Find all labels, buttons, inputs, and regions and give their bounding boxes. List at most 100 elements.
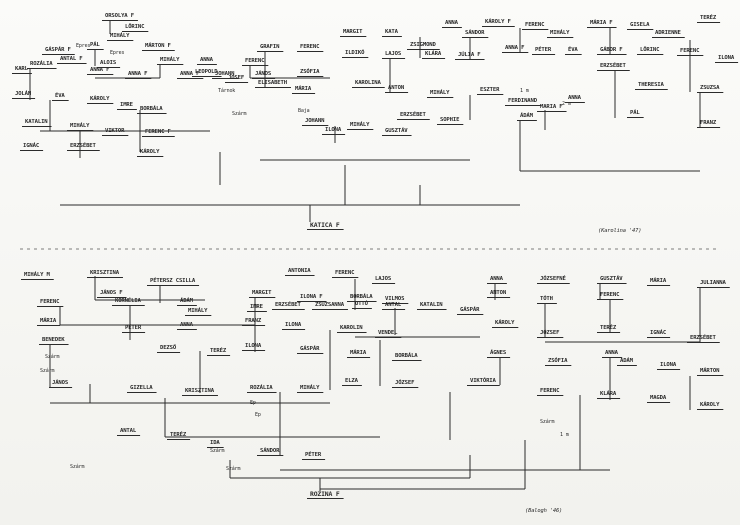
- person-label-top-41: Zsuzsa: [700, 85, 720, 91]
- person-label-bottom-63: Ferenc: [540, 388, 560, 394]
- person-label-top-72: Katalin: [25, 119, 48, 125]
- person-label-bottom-28: Mária: [650, 278, 667, 284]
- person-label-bottom-67: Antal: [120, 428, 137, 434]
- person-label-top-28: Gisela: [630, 22, 650, 28]
- annotation-bottom-3: Ep: [255, 412, 261, 418]
- person-label-bottom-62: Viktória: [470, 378, 496, 384]
- person-label-bottom-59: Mihály: [300, 385, 320, 391]
- person-label-bottom-33: Franz: [245, 318, 262, 324]
- person-label-top-36: Lőrinc: [640, 47, 660, 53]
- person-label-top-45: Grafin: [260, 44, 280, 50]
- person-label-bottom-6: János f: [100, 290, 123, 296]
- person-label-bottom-45: Ilona: [245, 343, 262, 349]
- person-label-bottom-11: Vilmos: [385, 296, 405, 302]
- person-label-bottom-23: Józsefné: [540, 276, 566, 282]
- person-label-top-74: Viktor: [105, 128, 125, 134]
- person-label-bottom-30: Mária: [40, 318, 57, 324]
- person-label-top-23: Anna: [445, 20, 458, 26]
- person-label-top-51: Josef: [228, 75, 245, 81]
- person-label-top-38: Ilona: [718, 55, 735, 61]
- person-label-bottom-53: Ilona: [660, 362, 677, 368]
- person-label-bottom-4: Ferenc: [335, 270, 355, 276]
- person-label-top-9: Anna: [200, 57, 213, 63]
- person-label-bottom-69: Ida: [210, 440, 220, 446]
- annotation-bottom-4: Szárm: [226, 466, 241, 472]
- person-label-top-60: Ádám: [520, 113, 533, 119]
- person-label-top-31: Mihály: [550, 30, 570, 36]
- person-label-bottom-50: Zsófia: [548, 358, 568, 364]
- person-label-top-57: Eszter: [480, 87, 500, 93]
- person-label-top-0: Orsolya f: [105, 13, 134, 19]
- annotation-bottom-2: Ep: [250, 400, 256, 406]
- annotation-top-6: Szárm: [232, 111, 247, 117]
- person-label-bottom-61: József: [395, 380, 415, 386]
- person-label-bottom-20: Katalin: [420, 302, 443, 308]
- person-label-bottom-32: Anna: [180, 322, 193, 328]
- person-label-top-42: Anna: [568, 95, 581, 101]
- person-label-bottom-71: Péter: [305, 452, 322, 458]
- person-label-top-40: Theresia: [638, 82, 664, 88]
- person-label-bottom-5: Lajos: [375, 276, 392, 282]
- person-label-bottom-22: Anna: [490, 276, 503, 282]
- person-label-bottom-15: Imre: [250, 304, 263, 310]
- person-label-bottom-18: Ottó: [355, 301, 368, 307]
- person-label-top-1: Lőrinc: [125, 24, 145, 30]
- annotation-bottom-5: Szárm: [540, 419, 555, 425]
- person-label-top-4: Márton f: [145, 43, 171, 49]
- person-label-bottom-29: Julianna: [700, 280, 726, 286]
- person-label-bottom-42: Benedek: [42, 337, 65, 343]
- person-label-top-62: Sophie: [440, 117, 460, 123]
- person-label-top-10: Leopold: [195, 69, 218, 75]
- person-label-bottom-46: Gáspár: [300, 346, 320, 352]
- person-label-top-27: Mária f: [590, 20, 613, 26]
- person-label-top-35: Gábor f: [600, 47, 623, 53]
- person-label-top-69: Károly: [90, 96, 110, 102]
- person-label-bottom-9: Ilona f: [300, 294, 323, 300]
- person-label-top-68: Éva: [55, 93, 65, 99]
- person-label-top-2: Mihály: [110, 33, 130, 39]
- person-label-top-54: Karolina: [355, 80, 381, 86]
- person-label-bottom-36: Vendel: [378, 330, 398, 336]
- person-label-bottom-64: Klára: [600, 391, 617, 397]
- person-label-bottom-7: Ádám: [180, 298, 193, 304]
- person-label-bottom-21: Gáspár: [460, 307, 480, 313]
- annotation-top-5: 2 m: [562, 101, 571, 107]
- person-label-top-44: Franz: [700, 120, 717, 126]
- person-label-top-64: Ilona: [325, 127, 342, 133]
- person-label-top-59: Maria f: [540, 104, 563, 110]
- person-label-top-34: Éva: [568, 47, 578, 53]
- person-label-top-25: Károly f: [485, 19, 511, 25]
- person-label-top-73: Mihály: [70, 123, 90, 129]
- person-label-top-22: Zsigmond: [410, 42, 436, 48]
- annotation-top-3: Baja: [298, 108, 310, 114]
- person-label-bottom-65: Magda: [650, 395, 667, 401]
- person-label-bottom-27: Ferenc: [600, 292, 620, 298]
- person-label-bottom-3: Antonia: [288, 268, 311, 274]
- person-label-bottom-68: Teréz: [170, 432, 187, 438]
- person-label-bottom-70: Sándor: [260, 448, 280, 454]
- person-label-top-16: Anna f: [180, 71, 200, 77]
- root-subject-bottom: Rozina f: [310, 490, 340, 498]
- annotation-bottom-6: 1 m: [560, 432, 569, 438]
- person-label-top-7: Alois: [100, 60, 117, 66]
- person-label-bottom-17: Zsuzsanna: [315, 302, 344, 308]
- person-label-top-55: Anton: [388, 85, 405, 91]
- person-label-top-19: Zsófia: [300, 69, 320, 75]
- person-label-bottom-55: János: [52, 380, 69, 386]
- person-label-top-76: Ignác: [23, 143, 40, 149]
- person-label-top-30: Teréz: [700, 15, 717, 21]
- person-label-top-13: Karl: [15, 66, 28, 72]
- person-label-bottom-49: Ágnes: [490, 350, 507, 356]
- annotation-top-2: Tárnok: [218, 88, 236, 94]
- annotation-top-4: 1 m: [520, 88, 529, 94]
- person-label-bottom-48: Borbála: [395, 353, 418, 359]
- person-label-top-17: Johann: [215, 71, 235, 77]
- person-label-top-33: Péter: [535, 47, 552, 53]
- chart-note-bottom: (Balogh '46): [525, 508, 563, 514]
- person-label-top-67: Jolán: [15, 91, 32, 97]
- person-label-bottom-41: Erzsébet: [690, 335, 716, 341]
- person-label-top-71: Borbála: [140, 106, 163, 112]
- person-label-top-39: Erzsébet: [600, 63, 626, 69]
- person-label-top-14: Anna f: [90, 67, 110, 73]
- person-label-top-78: Károly: [140, 149, 160, 155]
